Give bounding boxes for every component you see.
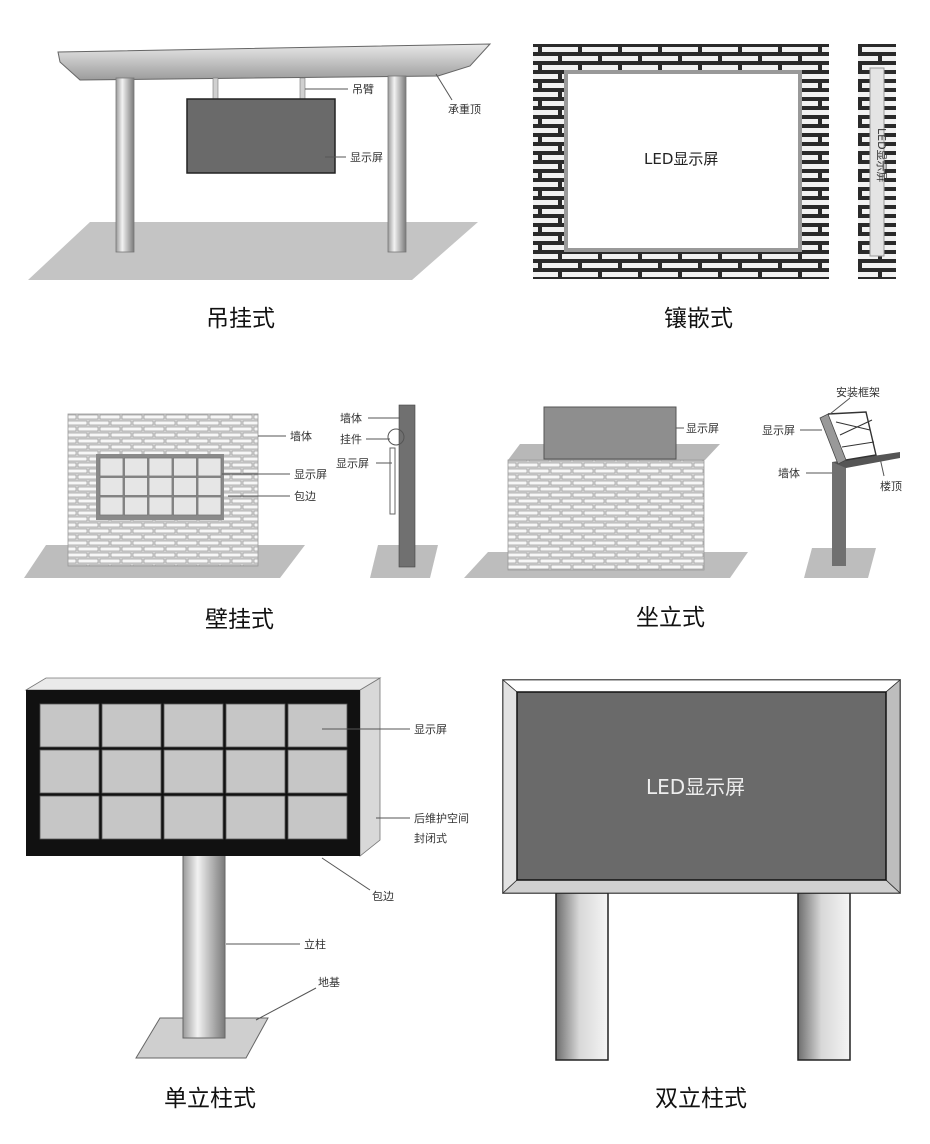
frame-bevel-bottom (501, 879, 902, 894)
embedded-screen (564, 70, 802, 252)
screen-tile (101, 749, 162, 794)
screen-tile (163, 749, 224, 794)
side-wall (398, 404, 416, 568)
caption-double-pole: 双立柱式 (655, 1086, 747, 1112)
box-side (359, 677, 381, 857)
label-rear1: 后维护空间 (414, 811, 469, 825)
panel-wall: 墙体 显示屏 包边 墙体 挂件 显示屏 壁挂式 (24, 404, 438, 633)
side-screen (819, 413, 847, 465)
frame-bevel-left (502, 679, 518, 894)
label-wall-screen: 显示屏 (294, 468, 327, 481)
screen-tile (39, 749, 100, 794)
left-pole (555, 892, 609, 1061)
hanger-arm-right (299, 77, 306, 101)
label-seated-wall: 墙体 (778, 466, 800, 480)
label-seated-screen: 显示屏 (686, 422, 719, 435)
frame-bevel-right (885, 679, 901, 894)
label-screen: 显示屏 (350, 151, 383, 164)
label-pole: 立柱 (304, 937, 326, 951)
screen-tile (173, 496, 197, 516)
hanging-screen (186, 98, 336, 174)
screen-tile (39, 703, 100, 748)
label-roof: 承重顶 (448, 102, 481, 116)
panel-embedded: LED显示屏 LED显示屏 镶嵌式 (533, 44, 896, 332)
label-hanger: 挂件 (340, 432, 362, 446)
roof-slab (57, 43, 492, 81)
pole (182, 851, 226, 1039)
screen-tile (197, 477, 222, 496)
side-screen (389, 447, 396, 515)
hanger-circle (387, 428, 405, 446)
box-top (24, 677, 382, 691)
label-side-screen: 显示屏 (762, 424, 795, 437)
screen-tile (197, 496, 222, 516)
screen-tile (287, 795, 348, 840)
side-wall (832, 462, 846, 566)
left-pillar (115, 77, 135, 253)
single-screen-grid (39, 703, 348, 840)
screen-tile (99, 457, 124, 477)
label-arm: 吊臂 (352, 83, 374, 96)
label-border: 包边 (294, 490, 316, 503)
screen-tile (124, 477, 148, 496)
label-double-screen: LED显示屏 (646, 775, 745, 799)
screen-tile (148, 496, 173, 516)
screen-tile (163, 703, 224, 748)
label-embedded-screen: LED显示屏 (644, 150, 718, 168)
side-screen (869, 67, 885, 257)
label-roof: 楼顶 (880, 479, 902, 493)
right-pole (797, 892, 851, 1061)
screen-tile (99, 496, 124, 516)
label-embedded-side: LED显示屏 (875, 128, 888, 183)
screen-tile (124, 496, 148, 516)
roof-slab (832, 452, 900, 468)
panel-hanging: 吊臂 承重顶 显示屏 吊挂式 (28, 43, 492, 332)
caption-seated: 坐立式 (636, 605, 705, 631)
label-side-screen: 显示屏 (336, 457, 369, 470)
frame-bevel-top (501, 679, 902, 693)
screen-tile (124, 457, 148, 477)
panel-double-pole: LED显示屏 双立柱式 (501, 679, 902, 1112)
screen-tile (287, 749, 348, 794)
screen-tile (225, 703, 286, 748)
screen-tile (148, 457, 173, 477)
hanger-arm-left (212, 77, 219, 101)
screen-tile (148, 477, 173, 496)
brick-building (507, 459, 705, 571)
right-pillar (387, 75, 407, 253)
screen-tile (99, 477, 124, 496)
screen-tile (287, 703, 348, 748)
label-single-screen: 显示屏 (414, 723, 447, 736)
label-wall: 墙体 (290, 429, 312, 443)
caption-single-pole: 单立柱式 (164, 1086, 256, 1112)
caption-hanging: 吊挂式 (206, 306, 275, 332)
wall-screen-grid (99, 457, 222, 516)
screen-tile (173, 477, 197, 496)
label-side-wall: 墙体 (340, 411, 362, 425)
screen-tile (225, 749, 286, 794)
label-rear2: 封闭式 (414, 831, 447, 845)
caption-embedded: 镶嵌式 (664, 306, 733, 332)
screen-tile (225, 795, 286, 840)
screen-tile (39, 795, 100, 840)
screen-tile (163, 795, 224, 840)
screen-tile (101, 703, 162, 748)
caption-wall: 壁挂式 (205, 607, 274, 633)
label-frame: 安装框架 (836, 385, 880, 399)
panel-single-pole: 显示屏 后维护空间 封闭式 包边 立柱 地基 单立柱式 (24, 677, 469, 1112)
screen-tile (173, 457, 197, 477)
screen-tile (197, 457, 222, 477)
mount-frame (827, 411, 877, 461)
label-base: 地基 (318, 976, 340, 989)
screen-tile (101, 795, 162, 840)
panel-seated: 显示屏 安装框架 显示屏 墙体 楼顶 坐立式 (464, 385, 902, 631)
seated-screen (543, 406, 677, 460)
ground-plate (28, 222, 478, 280)
label-single-border: 包边 (372, 890, 394, 903)
double-screen (516, 691, 887, 881)
